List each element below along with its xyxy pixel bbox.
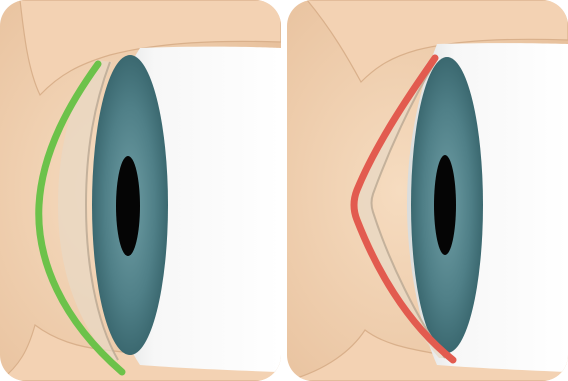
keratoconus-eye-illustration (287, 0, 568, 381)
pupil (116, 156, 140, 256)
normal-eye-illustration (0, 0, 281, 381)
normal-eye-panel (0, 0, 281, 381)
keratoconus-eye-panel (287, 0, 568, 381)
pupil (434, 155, 456, 255)
